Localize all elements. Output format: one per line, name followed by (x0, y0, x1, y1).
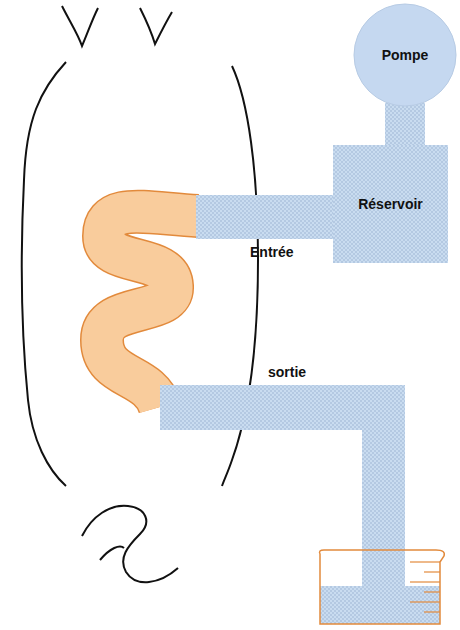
outlet-tube (160, 385, 405, 592)
pump-tube (385, 103, 425, 147)
body-outline (22, 6, 258, 582)
tail-mark (100, 547, 124, 561)
intestine-outline (102, 212, 198, 407)
tail-mark (82, 506, 178, 582)
node-text: Réservoir (358, 196, 423, 212)
outlet-label: sortie (268, 364, 306, 380)
node-text: Pompe (382, 47, 429, 63)
ear-mark (140, 8, 172, 44)
beaker-liquid (320, 586, 440, 624)
beaker (320, 550, 445, 624)
reservoir-box: Réservoir (333, 145, 448, 263)
intestine (102, 212, 198, 407)
ear-mark (62, 6, 98, 46)
inlet-label: Entrée (250, 244, 294, 260)
inlet-tube (196, 195, 336, 239)
body-left (22, 62, 66, 486)
beaker-graduations (410, 562, 440, 612)
pump-circle: Pompe (353, 3, 457, 107)
